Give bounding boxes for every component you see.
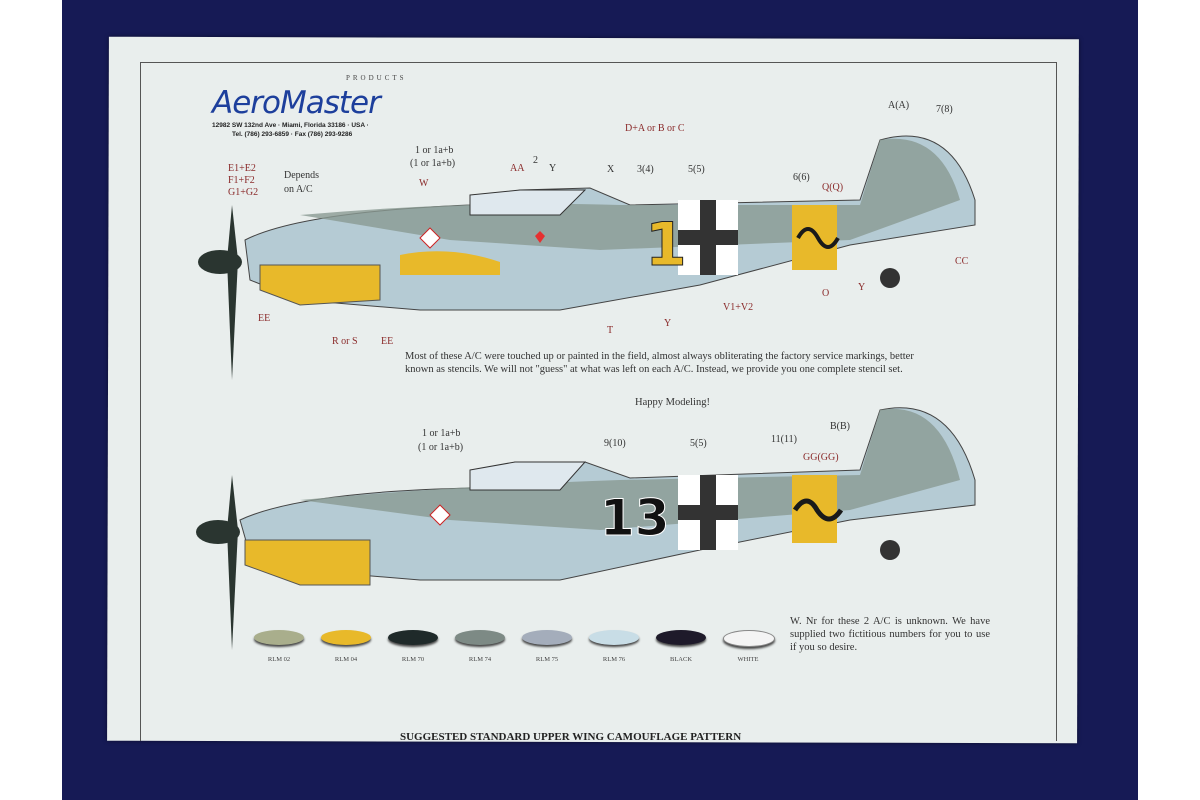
- callout-label: Y: [858, 282, 866, 293]
- callout-label: 1 or 1a+b: [415, 145, 454, 156]
- callout-label: 9(10): [604, 438, 626, 449]
- callout-label: GG(GG): [803, 452, 839, 463]
- sheet-frame: [140, 62, 1057, 741]
- swatch-rlm-04: [321, 630, 371, 645]
- callout-label: G1+G2: [228, 187, 259, 198]
- upper-aircraft-profile: 1: [198, 135, 976, 380]
- callout-label: T: [607, 325, 614, 336]
- callout-label: O: [822, 288, 830, 299]
- callout-label: Q(Q): [822, 182, 844, 193]
- footer-title: SUGGESTED STANDARD UPPER WING CAMOUFLAGE…: [400, 731, 742, 743]
- swatch-rlm-02: [254, 630, 304, 645]
- callout-label: (1 or 1a+b): [418, 442, 464, 453]
- callout-label: 3(4): [637, 164, 654, 175]
- callout-label: W: [419, 178, 429, 189]
- swatch-label: RLM 74: [468, 656, 492, 663]
- callout-label: A(A): [888, 100, 910, 111]
- brand-phone: Tel. (786) 293-6859 · Fax (786) 293-9286: [232, 131, 353, 138]
- stencil-note: Most of these A/C were touched up or pai…: [405, 351, 914, 375]
- callout-label: V1+V2: [723, 302, 754, 313]
- callout-label: 5(5): [690, 438, 707, 449]
- swatch-label: WHITE: [737, 656, 759, 663]
- callout-label: 5(5): [688, 164, 705, 175]
- swatch-label: RLM 75: [535, 656, 559, 663]
- callout-label: X: [607, 164, 615, 175]
- swatch-label: RLM 04: [334, 656, 358, 663]
- callout-label: 7(8): [936, 104, 953, 115]
- aircraft-number-13: 13: [600, 489, 670, 547]
- swatch-white: [723, 630, 775, 647]
- swatch-rlm-75: [522, 630, 572, 645]
- swatch-rlm-74: [455, 630, 505, 645]
- callout-label: CC: [955, 256, 969, 267]
- callout-label: F1+F2: [228, 175, 255, 186]
- callout-label: 1 or 1a+b: [422, 428, 461, 439]
- callout-label: 2: [533, 155, 538, 166]
- callout-label: EE: [381, 336, 394, 347]
- swatch-label: RLM 70: [401, 656, 425, 663]
- propeller: [227, 205, 238, 380]
- aircraft-number-1: 1: [645, 210, 687, 280]
- callout-label: AA: [510, 163, 525, 174]
- callout-label: 6(6): [793, 172, 810, 183]
- swatch-black: [656, 630, 706, 645]
- swatch-label: RLM 02: [267, 656, 291, 663]
- callout-label: D+A or B or C: [625, 123, 685, 134]
- brand-address: 12982 SW 132nd Ave · Miami, Florida 3318…: [212, 122, 369, 129]
- wnr-note: W. Nr for these 2 A/C is unknown. We hav…: [790, 616, 990, 653]
- swatch-rlm-76: [589, 630, 639, 645]
- callout-label: on A/C: [284, 184, 313, 195]
- heart-emblem: [535, 231, 545, 243]
- lower-aircraft-profile: 13: [196, 407, 976, 650]
- callout-label: R or S: [332, 336, 358, 347]
- callout-label: 11(11): [771, 434, 797, 445]
- callout-label: Y: [664, 318, 672, 329]
- swatch-rlm-70: [388, 630, 438, 645]
- callout-label: EE: [258, 313, 271, 324]
- brand-products: PRODUCTS: [346, 74, 407, 82]
- callout-label: Depends: [284, 170, 319, 181]
- callout-label: B(B): [830, 421, 850, 432]
- swatch-label: BLACK: [669, 656, 693, 663]
- happy-modeling: Happy Modeling!: [635, 397, 710, 408]
- callout-label: Y: [549, 163, 557, 174]
- brand-logo: AeroMaster: [212, 85, 381, 121]
- callout-label: (1 or 1a+b): [410, 158, 456, 169]
- callout-label: E1+E2: [228, 163, 256, 174]
- swatch-label: RLM 76: [602, 656, 626, 663]
